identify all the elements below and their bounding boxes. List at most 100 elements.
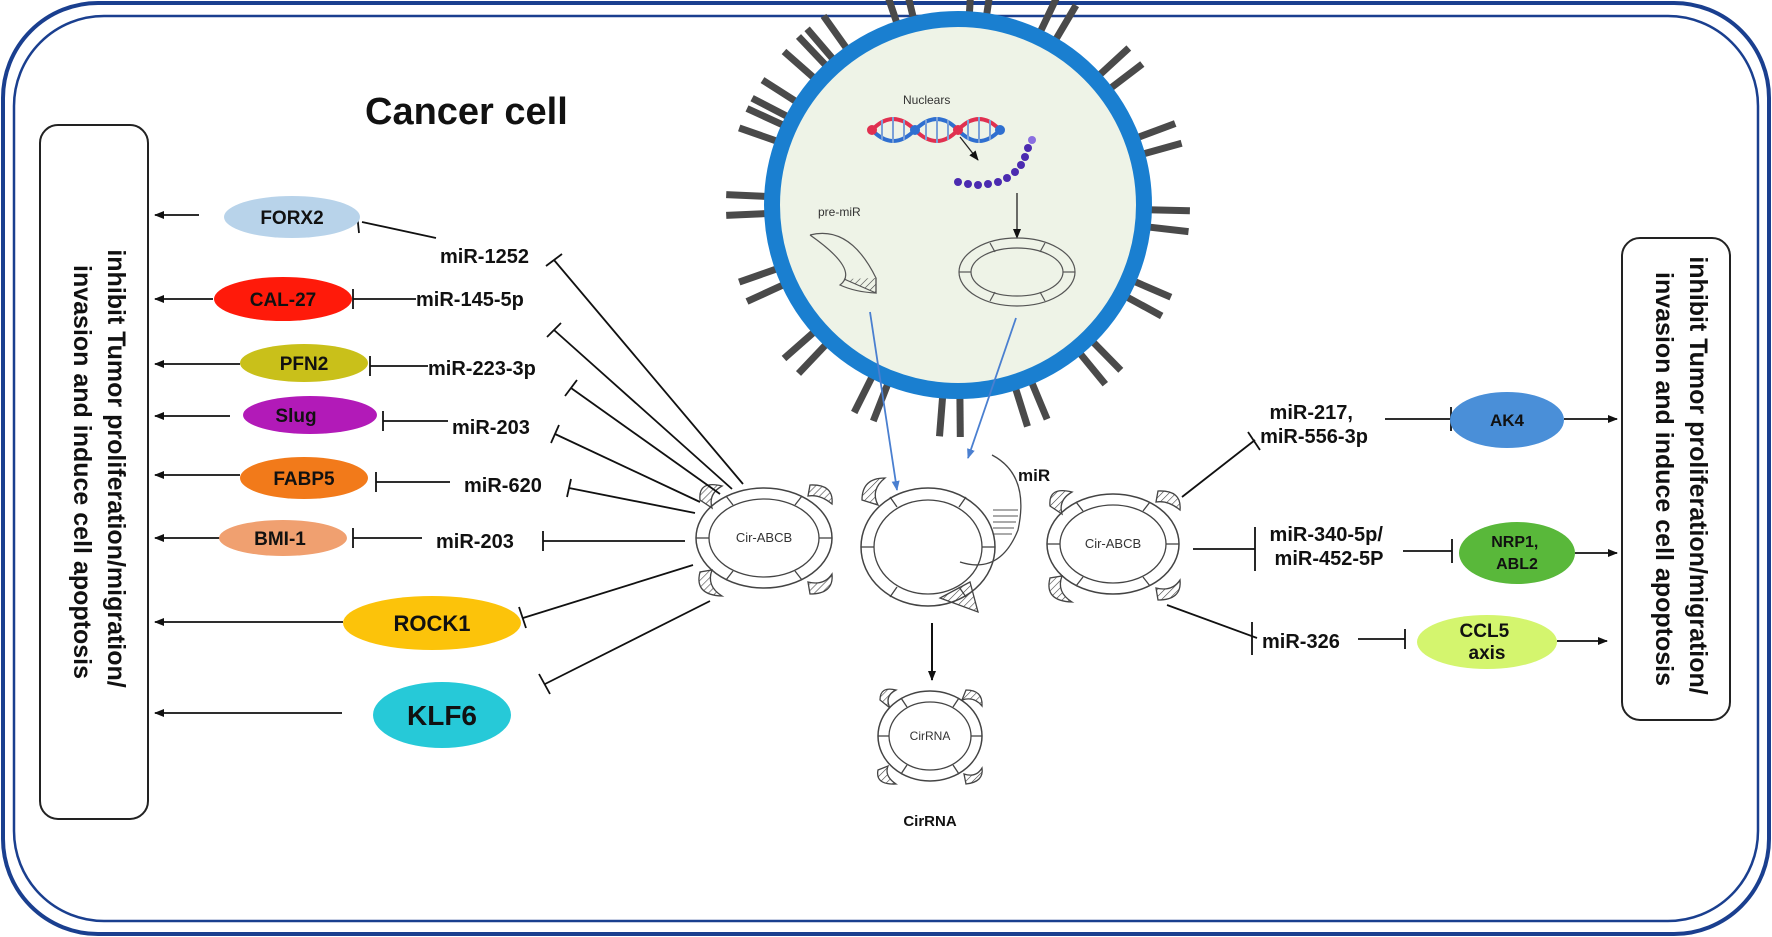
right-mirna-326: miR-326: [1262, 631, 1340, 653]
nucleus-spike: [936, 394, 947, 437]
cirrna-inner-label: CirRNA: [910, 729, 951, 743]
right-outcome-text: inhibit Tumor proliferation/migration/ i…: [1650, 256, 1712, 701]
target-bmi1-label: BMI-1: [254, 529, 306, 550]
nucleus-spike: [1027, 379, 1051, 421]
target-pfn2-label: PFN2: [280, 354, 329, 375]
left-outcome-box: [39, 124, 149, 820]
nucleus-spike: [1130, 277, 1173, 301]
mirna-223-3p: miR-223-3p: [428, 358, 536, 380]
mirna-1252: miR-1252: [440, 246, 529, 268]
nucleus: [764, 11, 1152, 399]
cir-abcb-right-label: Cir-ABCB: [1085, 536, 1141, 551]
nucleus-spike: [745, 280, 787, 305]
nucleus-spike: [1088, 337, 1124, 373]
nucleus-spike: [885, 0, 901, 27]
nucleus-spike: [781, 48, 818, 82]
target-bmi1-ellipse: [219, 520, 347, 556]
nucleus-spike: [760, 77, 800, 106]
target-rock1-label: ROCK1: [393, 611, 470, 636]
nucleus-spike: [1051, 3, 1080, 44]
nucleus-spike: [726, 191, 769, 200]
target-pfn2: PFN2: [240, 344, 368, 382]
target-klf6: KLF6: [373, 682, 511, 748]
nucleus-spike: [1075, 349, 1109, 387]
target-ccl5-ellipse: [1417, 615, 1557, 669]
pre-mir-icon: [809, 232, 877, 294]
target-forx2-label: FORX2: [260, 208, 323, 229]
dna-helix-icon: [867, 117, 1005, 143]
target-ak4-ellipse: [1450, 392, 1564, 448]
target-cal27: CAL-27: [214, 277, 352, 321]
nucleus-spike: [965, 0, 974, 16]
pre-mir-export-arrow: [869, 311, 900, 491]
bottom-circrna-icon: [876, 688, 983, 785]
nucleus-spike: [1036, 0, 1060, 35]
nucleus-spike: [851, 373, 877, 415]
left-targets: FORX2 CAL-27 PFN2 Slug FABP5 BMI-1 ROCK1: [214, 196, 521, 748]
target-ak4: AK4: [1450, 392, 1564, 448]
left-mirnas: miR-1252 miR-145-5p miR-223-3p miR-203 m…: [416, 246, 542, 553]
target-cal27-ellipse: [214, 277, 352, 321]
target-ccl5: CCL5 axis: [1417, 615, 1557, 669]
cell-border-inner: [12, 14, 1760, 923]
right-targets: AK4 NRP1, ABL2 CCL5 axis: [1417, 392, 1575, 669]
nucleus-spike: [1095, 45, 1132, 79]
dna-to-rna-arrow: [959, 136, 979, 161]
nucleus-spikes: [726, 0, 1190, 438]
target-bmi1: BMI-1: [219, 520, 347, 556]
cir-abcb-left-icon: [695, 483, 833, 597]
nucleus-spike: [726, 210, 769, 219]
target-forx2: FORX2: [224, 196, 360, 238]
target-forx2-ellipse: [224, 196, 360, 238]
nucleus-spike: [738, 264, 780, 286]
target-rock1-ellipse: [343, 596, 521, 650]
target-ak4-label: AK4: [1490, 411, 1525, 430]
target-klf6-ellipse: [373, 682, 511, 748]
nucleus-spike: [795, 340, 830, 376]
nucleus-spike: [982, 0, 993, 18]
target-slug-label: Slug: [275, 406, 316, 427]
nucleus-spike: [804, 26, 838, 63]
target-klf6-label: KLF6: [407, 700, 477, 731]
target-fabp5-ellipse: [240, 457, 368, 499]
mirna-203-b: miR-203: [436, 531, 514, 553]
target-cal27-label: CAL-27: [250, 290, 317, 311]
nucleus-spike: [781, 328, 818, 362]
nucleus-spike: [820, 13, 851, 53]
nuclears-label: Nuclears: [903, 93, 950, 107]
nucleus-spike: [1123, 292, 1164, 320]
target-ccl5-label: CCL5 axis: [1460, 621, 1515, 664]
nucleus-spike: [1134, 120, 1177, 142]
target-slug: Slug: [243, 396, 377, 434]
left-outcome-text: inhibit Tumor proliferation/migration/ i…: [68, 249, 130, 694]
nucleus-spike: [745, 105, 787, 130]
cir-abcb-left-label: Cir-ABCB: [736, 530, 792, 545]
right-mirna-340: miR-340-5p/ miR-452-5P: [1270, 524, 1389, 570]
nucleus-spike: [1011, 385, 1031, 428]
nucleus-spike: [905, 0, 918, 22]
mirna-620: miR-620: [464, 475, 542, 497]
target-fabp5-label: FABP5: [273, 469, 335, 490]
nuclear-circrna-icon: [958, 237, 1076, 307]
cirrna-label: CirRNA: [903, 813, 957, 830]
circ-export-arrow: [967, 317, 1017, 459]
right-mirna-217: miR-217, miR-556-3p: [1260, 402, 1368, 448]
target-nrp1-ellipse: [1459, 522, 1575, 584]
mir-label: miR: [1018, 466, 1050, 485]
nucleus-spike: [1140, 139, 1183, 158]
right-outcome-box: [1621, 237, 1731, 721]
nucleus-spike: [870, 380, 892, 423]
pre-mir-label: pre-miR: [818, 205, 861, 219]
target-nrp1-label: NRP1, ABL2: [1491, 534, 1543, 573]
target-fabp5: FABP5: [240, 457, 368, 499]
nucleus-spike: [750, 95, 791, 121]
target-pfn2-ellipse: [240, 344, 368, 382]
target-slug-ellipse: [243, 396, 377, 434]
rna-chain-icon: [954, 136, 1036, 189]
nucleus-spike: [1147, 206, 1190, 215]
target-rock1: ROCK1: [343, 596, 521, 650]
cir-abcb-right-icon: [1046, 489, 1181, 603]
nucleus-spike: [738, 124, 780, 146]
